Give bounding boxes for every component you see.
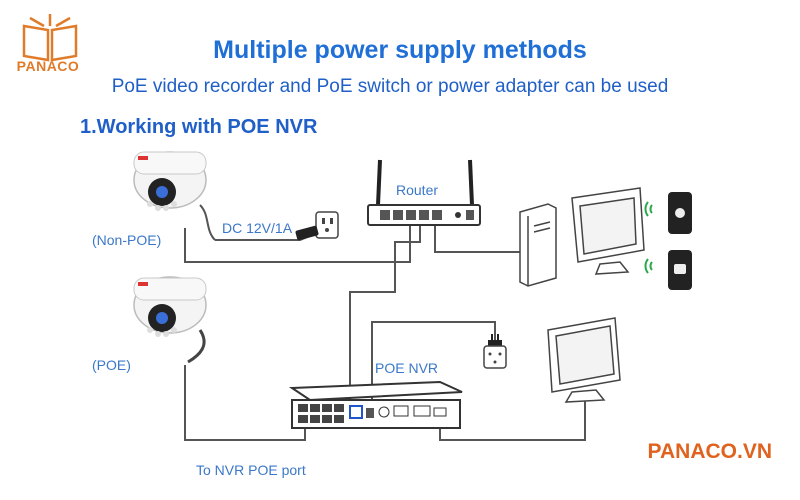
- label-router: Router: [396, 182, 439, 198]
- monitor-icon: [547, 317, 621, 403]
- page-title: Multiple power supply methods: [213, 36, 587, 64]
- label-nvr-port: To NVR POE port: [196, 462, 306, 478]
- page-subtitle: PoE video recorder and PoE switch or pow…: [111, 76, 669, 97]
- label-poe: (POE): [92, 357, 131, 373]
- dome-camera-non-poe-icon: [133, 151, 207, 211]
- panaco-logo-icon: [22, 14, 78, 62]
- label-dc-power: DC 12V/1A: [222, 220, 293, 236]
- smartphone-android-icon: [668, 250, 692, 290]
- label-poe-nvr: POE NVR: [375, 360, 439, 376]
- logo-text: PANACO: [16, 58, 80, 74]
- smartphone-ios-icon: [668, 192, 692, 234]
- desktop-computer-icon: [519, 187, 645, 287]
- section-heading: 1.Working with POE NVR: [80, 116, 318, 138]
- label-non-poe: (Non-POE): [92, 232, 162, 248]
- wifi-icon: [644, 201, 653, 274]
- nvr-power-outlet-icon: [483, 334, 507, 369]
- dome-camera-poe-icon: [133, 276, 207, 364]
- power-outlet-icon: [295, 211, 339, 241]
- poe-nvr-device-icon: [288, 380, 463, 429]
- router-icon: [367, 159, 481, 226]
- brand-watermark: PANACO.VN: [647, 440, 772, 463]
